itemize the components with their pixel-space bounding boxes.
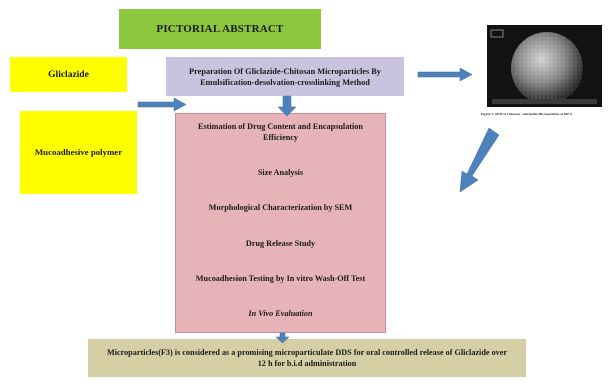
arrow-diagonal-icon [459,127,500,193]
figure-caption: Figure 1: SEM of Chitosan - Gliclazide M… [481,112,573,116]
polymer-text: Mucoadhesive polymer [34,147,123,157]
evaluation-step: Drug Release Study [245,238,316,248]
title-text: PICTORIAL ABSTRACT [156,23,284,35]
evaluation-step: In Vivo Evaluation [248,309,313,319]
preparation-box: Preparation Of Gliclazide-Chitosan Micro… [166,57,404,96]
drug-box: Gliclazide [10,57,127,92]
arrow-to-sem-icon [417,67,473,82]
evaluation-step: Size Analysis [257,167,304,177]
evaluation-step: Morphological Characterization by SEM [208,203,353,213]
evaluation-box: Estimation of Drug Content and Encapsula… [175,113,386,333]
evaluation-step: Mucoadhesion Testing by In vitro Wash-Of… [195,274,366,284]
conclusion-box: Microparticles(F3) is considered as a pr… [88,339,526,377]
evaluation-step: Estimation of Drug Content and Encapsula… [198,122,363,142]
arrow-to-evaluation-icon [137,97,187,112]
arrow-to-conclusion-icon [275,332,290,344]
polymer-box: Mucoadhesive polymer [20,111,137,194]
preparation-text: Preparation Of Gliclazide-Chitosan Micro… [189,66,381,87]
sem-image [487,25,602,107]
title-box: PICTORIAL ABSTRACT [119,9,321,49]
arrow-down-icon [277,95,297,117]
conclusion-text: Microparticles(F3) is considered as a pr… [106,348,508,368]
sem-microparticle-image [487,25,602,107]
drug-text: Gliclazide [48,69,89,80]
